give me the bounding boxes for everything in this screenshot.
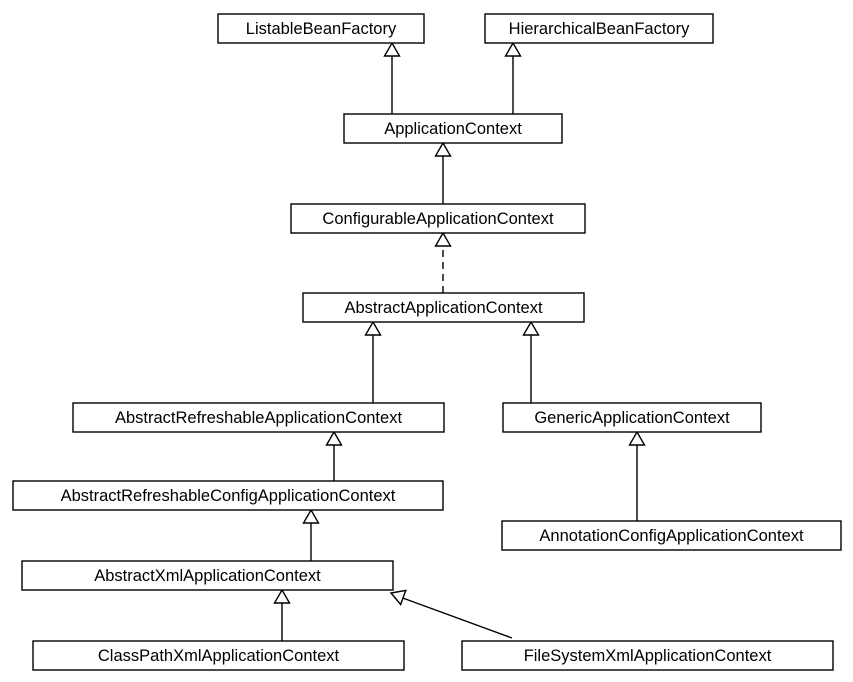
class-box-label: AbstractRefreshableApplicationContext	[115, 409, 402, 427]
class-box-label: AbstractRefreshableConfigApplicationCont…	[61, 487, 396, 505]
class-box-label: ClassPathXmlApplicationContext	[98, 647, 340, 665]
class-box-border	[484, 13, 714, 44]
generalization-arrowhead	[504, 41, 522, 57]
class-box-abstract-refreshable-application-context[interactable]: AbstractRefreshableApplicationContext	[72, 402, 445, 433]
class-box-label: AnnotationConfigApplicationContext	[539, 527, 804, 545]
edge-abstractappctx-to-configurableappctx	[434, 231, 452, 293]
class-box-class-path-xml-application-context[interactable]: ClassPathXmlApplicationContext	[32, 640, 405, 671]
class-box-file-system-xml-application-context[interactable]: FileSystemXmlApplicationContext	[461, 640, 834, 671]
class-box-border	[501, 520, 842, 551]
class-box-abstract-refreshable-config-application-context[interactable]: AbstractRefreshableConfigApplicationCont…	[12, 480, 444, 511]
generalization-arrowhead	[434, 141, 452, 157]
class-box-label: ApplicationContext	[384, 120, 522, 138]
class-box-label: ListableBeanFactory	[246, 20, 397, 38]
edge-line	[399, 596, 513, 639]
edge-appctx-to-hierarchicalbeanfactory	[504, 41, 522, 114]
class-box-abstract-xml-application-context[interactable]: AbstractXmlApplicationContext	[21, 560, 394, 591]
class-box-border	[461, 640, 834, 671]
class-box-border	[217, 13, 425, 44]
class-box-annotation-config-application-context[interactable]: AnnotationConfigApplicationContext	[501, 520, 842, 551]
class-box-border	[302, 292, 585, 323]
generalization-arrowhead	[364, 320, 382, 336]
class-box-abstract-application-context[interactable]: AbstractApplicationContext	[302, 292, 585, 323]
generalization-arrowhead	[434, 231, 452, 247]
class-box-label: AbstractApplicationContext	[344, 299, 543, 317]
class-box-border	[21, 560, 394, 591]
class-box-label: GenericApplicationContext	[534, 409, 730, 427]
class-box-label: HierarchicalBeanFactory	[509, 20, 690, 38]
generalization-arrowhead	[628, 430, 646, 446]
class-box-hierarchical-bean-factory[interactable]: HierarchicalBeanFactory	[484, 13, 714, 44]
class-box-configurable-application-context[interactable]: ConfigurableApplicationContext	[290, 203, 586, 234]
class-box-label: AbstractXmlApplicationContext	[94, 567, 321, 585]
generalization-arrowhead	[389, 589, 407, 606]
edge-abstractrefreshable-to-abstractappctx	[364, 320, 382, 403]
edge-filesystemxml-to-abstractxml	[389, 589, 513, 639]
generalization-arrowhead	[273, 588, 291, 604]
generalization-arrowhead	[325, 430, 343, 446]
edge-abstractxml-to-abstractrefreshableconfig	[302, 508, 320, 561]
edge-appctx-to-listablebeanfactory	[383, 41, 401, 114]
class-box-border	[72, 402, 445, 433]
generalization-arrowhead	[302, 508, 320, 524]
generalization-arrowhead	[522, 320, 540, 336]
class-box-label: FileSystemXmlApplicationContext	[524, 647, 772, 665]
edge-classpathxml-to-abstractxml	[273, 588, 291, 641]
class-box-border	[32, 640, 405, 671]
class-box-border	[290, 203, 586, 234]
edge-generic-to-abstractappctx	[522, 320, 540, 403]
class-box-generic-application-context[interactable]: GenericApplicationContext	[502, 402, 762, 433]
class-box-border	[12, 480, 444, 511]
class-box-border	[343, 113, 563, 144]
class-box-border	[502, 402, 762, 433]
edges-layer	[273, 41, 646, 641]
edge-configurableappctx-to-appctx	[434, 141, 452, 204]
generalization-arrowhead	[383, 41, 401, 57]
edge-annotationconfig-to-generic	[628, 430, 646, 521]
edge-abstractrefreshableconfig-to-abstractrefreshable	[325, 430, 343, 481]
class-box-listable-bean-factory[interactable]: ListableBeanFactory	[217, 13, 425, 44]
class-box-application-context[interactable]: ApplicationContext	[343, 113, 563, 144]
nodes-layer: ListableBeanFactory HierarchicalBeanFacto…	[12, 13, 842, 671]
class-box-label: ConfigurableApplicationContext	[322, 210, 554, 228]
